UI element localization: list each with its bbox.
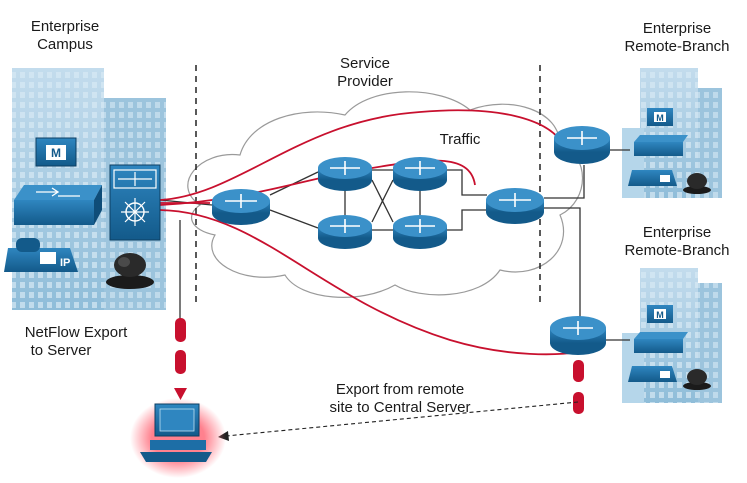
branch1-title-line2: Remote-Branch <box>624 38 730 55</box>
router-core-4 <box>393 215 447 249</box>
router-core-1 <box>318 157 372 191</box>
svg-text:M: M <box>51 146 61 160</box>
svg-text:M: M <box>656 113 664 123</box>
netflow-server-icon <box>130 398 226 478</box>
remote-export-label-line1: Export from remote <box>335 381 465 398</box>
branch2-title-line2: Remote-Branch <box>624 242 730 259</box>
branch-export-markers <box>573 360 584 414</box>
branch1-ip-phone-icon <box>628 170 677 186</box>
branch1-switch-icon <box>634 135 688 156</box>
branch1-video-camera-icon <box>683 173 711 194</box>
svg-text:IP: IP <box>60 257 70 269</box>
branch1-title-line1: Enterprise <box>642 20 712 37</box>
traffic-label: Traffic <box>439 131 481 148</box>
branch2-switch-icon <box>634 332 688 353</box>
branch2-video-camera-icon <box>683 369 711 390</box>
remote-export-label-line2: site to Central Server <box>329 399 471 416</box>
provider-title-line2: Provider <box>337 73 393 90</box>
branch1-mcu-icon: M <box>647 108 673 126</box>
netflow-export-label-line2: to Server <box>30 342 92 359</box>
netflow-export-label-line1: NetFlow Export <box>24 324 128 341</box>
mcu-icon: M <box>35 137 77 167</box>
campus-title-line2: Campus <box>37 36 93 53</box>
campus-title-line1: Enterprise <box>30 18 100 35</box>
ip-phone-icon: IP <box>4 238 78 272</box>
multilayer-switch-icon <box>109 164 161 241</box>
branch2-mcu-icon: M <box>647 305 673 323</box>
router-branch-1 <box>554 126 610 164</box>
svg-text:M: M <box>656 310 664 320</box>
router-provider-edge-branch <box>486 188 544 224</box>
branch2-ip-phone-icon <box>628 366 677 382</box>
router-provider-edge-campus <box>212 189 270 225</box>
router-core-3 <box>318 215 372 249</box>
router-branch-2 <box>550 316 606 355</box>
video-camera-icon <box>106 253 154 289</box>
campus-export-markers <box>174 318 187 400</box>
campus-switch-icon <box>14 185 102 225</box>
router-core-2 <box>393 157 447 191</box>
branch2-title-line1: Enterprise <box>642 224 712 241</box>
provider-title-line1: Service <box>339 55 391 72</box>
